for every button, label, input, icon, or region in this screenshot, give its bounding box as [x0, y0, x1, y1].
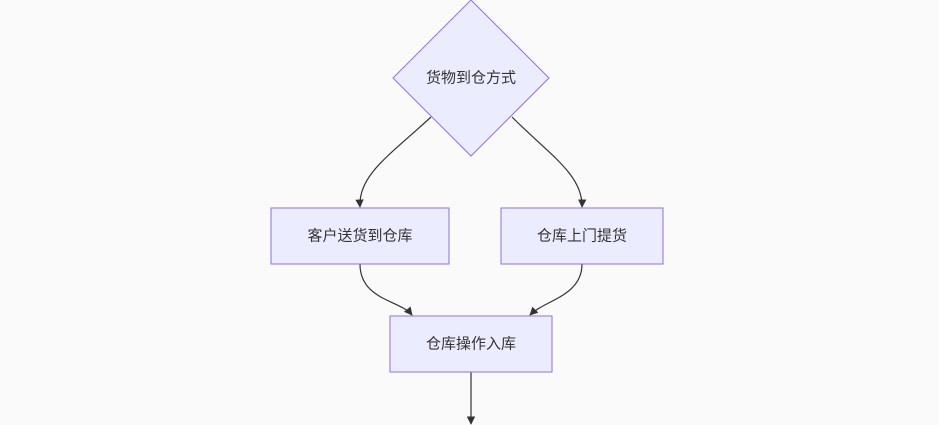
customer-delivery-label: 客户送货到仓库: [307, 227, 412, 245]
node-warehouse-receiving: 仓库操作入库: [389, 315, 553, 373]
node-decision: 货物到仓方式: [392, 0, 550, 157]
customer-delivery-box: [270, 207, 450, 265]
warehouse-receiving-box: [389, 315, 553, 373]
edge-customer-delivery-to-receiving: [359, 263, 413, 316]
warehouse-pickup-box: [500, 207, 664, 265]
decision-diamond: [392, 0, 550, 157]
decision-label: 货物到仓方式: [426, 69, 516, 87]
warehouse-pickup-label: 仓库上门提货: [537, 227, 627, 245]
edge-warehouse-pickup-to-receiving: [529, 263, 583, 316]
warehouse-receiving-label: 仓库操作入库: [426, 335, 516, 353]
node-customer-delivery: 客户送货到仓库: [270, 207, 450, 265]
edges: [355, 116, 587, 425]
edge-decision-to-warehouse-pickup: [511, 116, 587, 208]
edge-decision-to-customer-delivery: [355, 116, 432, 208]
node-warehouse-pickup: 仓库上门提货: [500, 207, 664, 265]
